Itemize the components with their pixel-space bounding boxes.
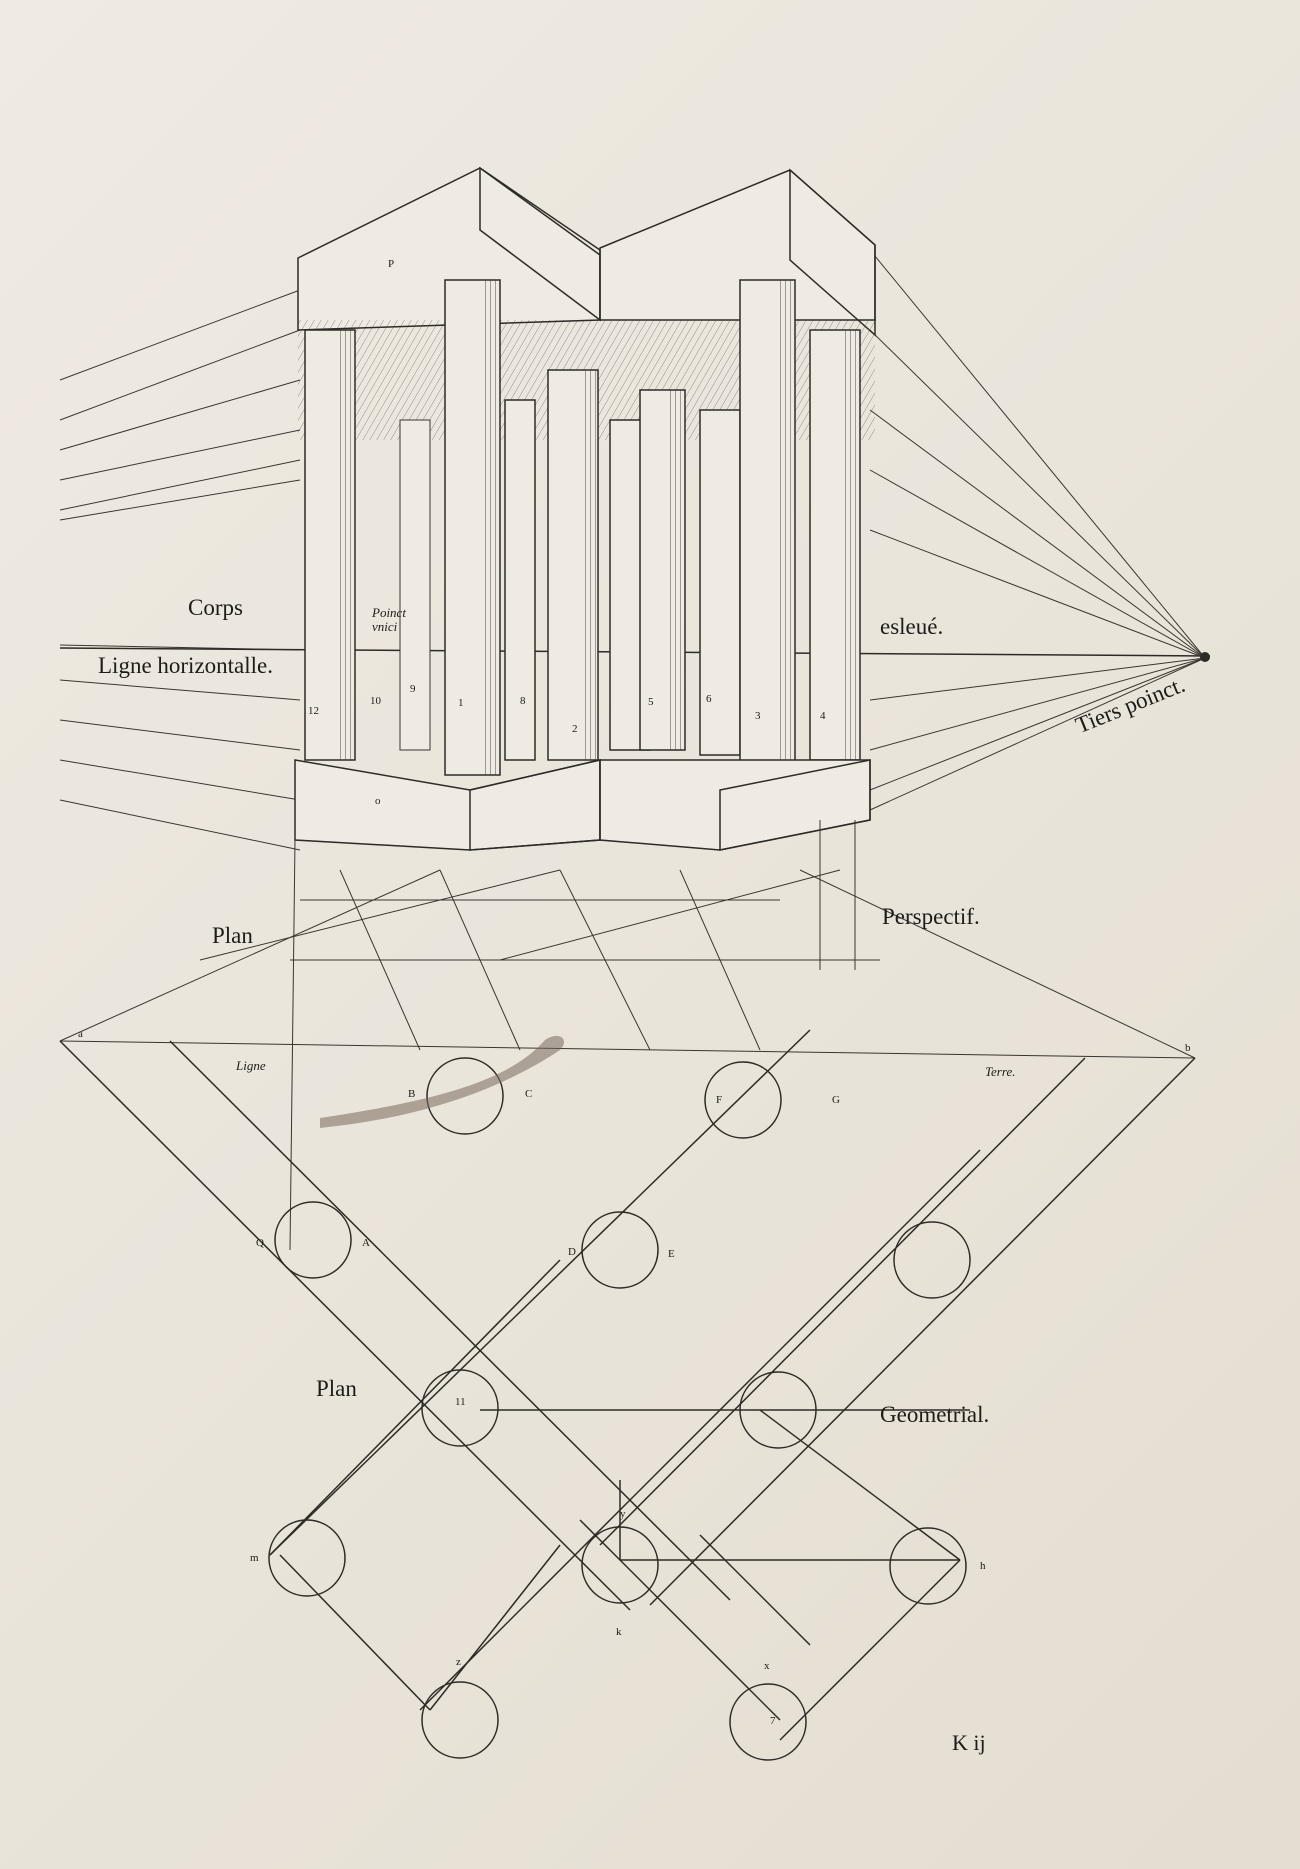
label-geometrial: Geometrial. (880, 1402, 990, 1427)
letter-B: B (408, 1088, 416, 1100)
letter-x: x (764, 1660, 770, 1672)
page-number: K ij (952, 1730, 986, 1755)
letter-o: o (375, 795, 381, 807)
label-corps: Corps (188, 595, 243, 620)
vanishing-lines (869, 249, 1206, 811)
column-number: 10 (370, 695, 381, 707)
letter-G: G (832, 1094, 840, 1106)
letter-y: y (620, 1508, 626, 1520)
column-number: 9 (410, 683, 416, 695)
projection-lines (289, 820, 856, 1251)
column-number: 2 (572, 723, 578, 735)
label-plan-bottom: Plan (316, 1376, 357, 1401)
letter-b: b (1185, 1042, 1191, 1054)
label-ligne: Ligne (236, 1058, 266, 1073)
column-number: 4 (820, 710, 826, 722)
label-esleve: esleué. (880, 614, 944, 639)
column-number: 5 (648, 696, 654, 708)
label-terre: Terre. (985, 1064, 1016, 1079)
column-footprints (268, 1057, 971, 1761)
letter-Q: Q (256, 1237, 264, 1249)
perspective-plan (59, 869, 1196, 1059)
vanishing-point (1200, 652, 1210, 662)
letter-z: z (456, 1656, 461, 1668)
letter-E: E (668, 1248, 675, 1260)
ink-stain (320, 1035, 565, 1128)
letter-p: P (388, 258, 395, 270)
column-number: 12 (308, 705, 319, 717)
column-number: 11 (455, 1396, 466, 1408)
geometric-plan-lattice (59, 1029, 1196, 1741)
label-ligne-horizontalle: Ligne horizontalle. (98, 653, 273, 678)
letter-C: C (525, 1088, 533, 1100)
left-converging-lines (59, 289, 301, 851)
column-number: 7 (770, 1715, 776, 1727)
label-perspectif: Perspectif. (882, 904, 980, 929)
letter-A: A (362, 1237, 370, 1249)
letter-D: D (568, 1246, 576, 1258)
letter-F: F (716, 1094, 723, 1106)
column-number: 1 (458, 697, 464, 709)
colonnade (304, 279, 861, 776)
column-number: 3 (755, 710, 761, 722)
letter-h: h (980, 1560, 986, 1572)
label-plan-top: Plan (212, 923, 253, 948)
letter-m: m (250, 1552, 259, 1564)
letter-a: a (78, 1028, 83, 1040)
column-number: 8 (520, 695, 526, 707)
label-point-vnici: Poinct vnici (372, 605, 406, 634)
letter-k: k (616, 1626, 622, 1638)
column-number: 6 (706, 693, 712, 705)
stylobate (294, 759, 871, 851)
